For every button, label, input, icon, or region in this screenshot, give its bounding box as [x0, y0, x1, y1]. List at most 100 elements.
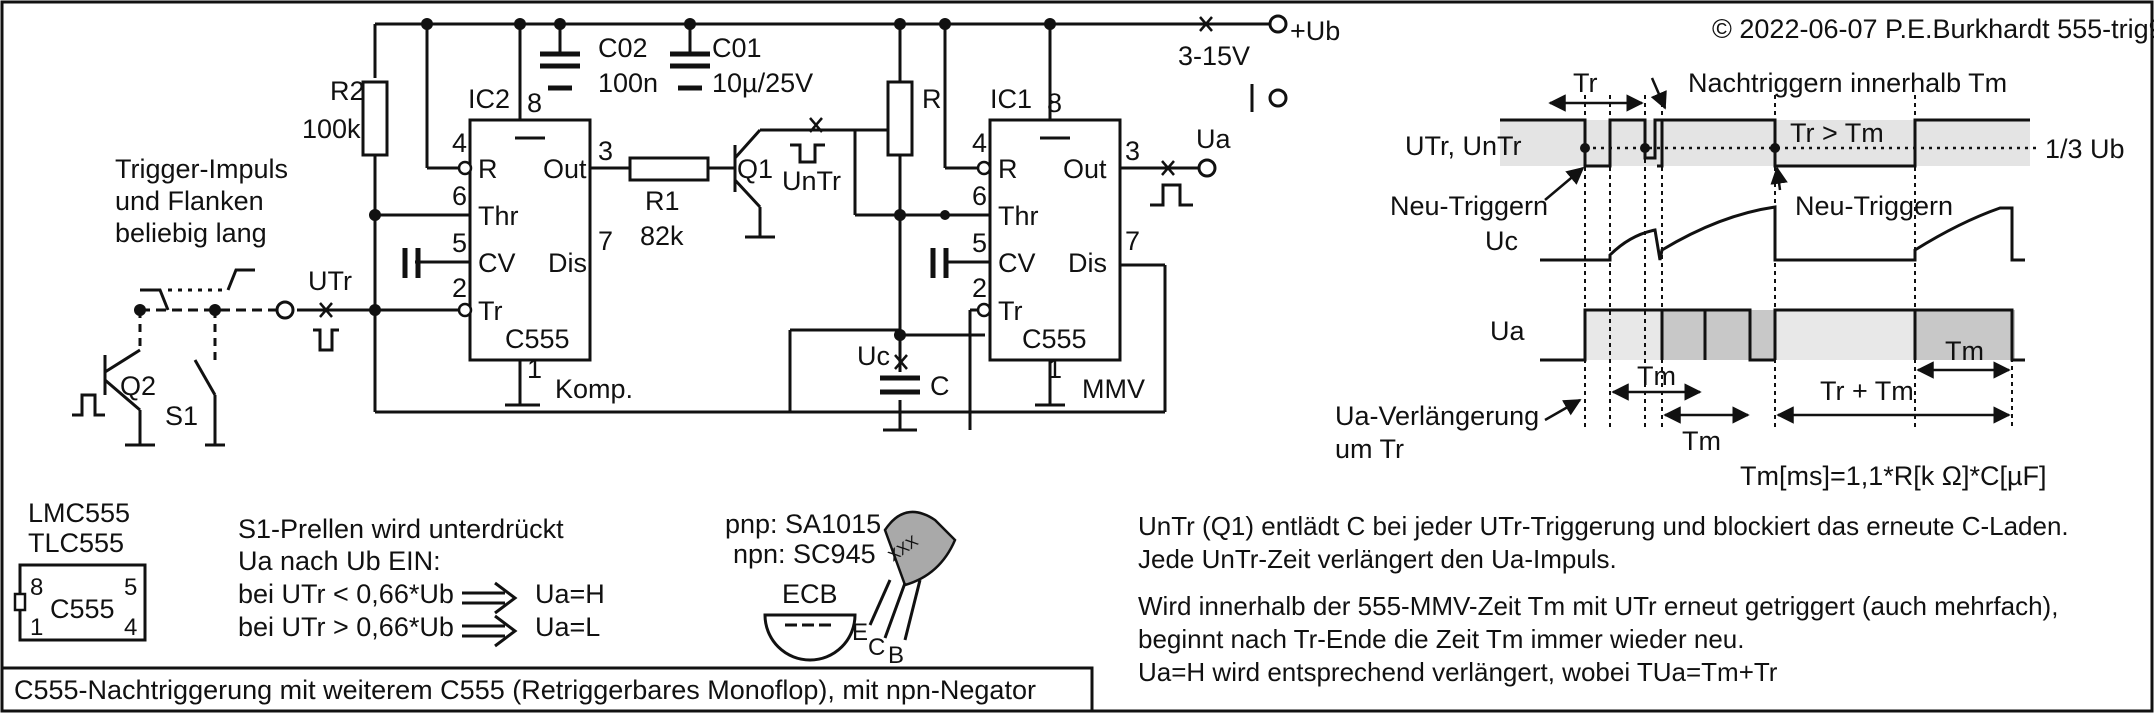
timing-diagram: Tr Nachtriggern innerhalb Tm UTr, UnTr T…	[1335, 68, 2125, 491]
utr-input-terminal	[275, 300, 295, 320]
ic2-pin2: 2	[452, 273, 467, 303]
ic2-pin7: 7	[598, 226, 613, 256]
resistor-r	[886, 80, 914, 157]
chip-package-name: C555	[50, 594, 115, 624]
ic1-name: IC1	[990, 84, 1032, 114]
q2-pulse-icon	[72, 393, 105, 417]
ic1-pin8: 8	[1047, 88, 1062, 118]
transistor-pnp: pnp: SA1015	[725, 509, 881, 539]
ic1-reset-bubble	[976, 160, 992, 176]
supply-range: 3-15V	[1178, 41, 1250, 71]
s1-name: S1	[165, 401, 198, 431]
cap-c-symbol	[880, 375, 920, 395]
ic2-pin-cv: CV	[478, 248, 516, 278]
ic1-pin2: 2	[972, 273, 987, 303]
r2-name: R2	[330, 76, 365, 106]
uc-waveform	[1540, 205, 2025, 262]
c02-value: 100n	[598, 68, 658, 98]
ic1-pin-cv: CV	[998, 248, 1036, 278]
ic2-chip: C555	[505, 324, 570, 354]
r1-name: R1	[645, 186, 680, 216]
timing-threshold: 1/3 Ub	[2045, 134, 2125, 164]
chip-package-pin5: 5	[124, 574, 137, 601]
description: UnTr (Q1) entlädt C bei jeder UTr-Trigge…	[1138, 511, 2069, 687]
logic-note-1: S1-Prellen wird unterdrückt	[238, 514, 564, 544]
ic2-pin5: 5	[452, 228, 467, 258]
chip-package-pin1: 1	[30, 614, 43, 641]
timing-tr-label: Tr	[1573, 68, 1597, 98]
ic2-pin-dis: Dis	[548, 248, 587, 278]
c01-value: 10µ/25V	[712, 68, 813, 98]
cv-cap-ic1	[930, 248, 949, 278]
ic2-pin1: 1	[527, 354, 542, 384]
c-name: C	[930, 371, 950, 401]
caption-text: C555-Nachtriggerung mit weiterem C555 (R…	[14, 675, 1036, 705]
chip-package	[18, 563, 147, 642]
ic1-pin7: 7	[1125, 226, 1140, 256]
ic2-body	[468, 118, 592, 362]
to92-symbol	[763, 613, 857, 662]
ic2-pin3: 3	[598, 136, 613, 166]
logic-note-2: Ua nach Ub EIN:	[238, 546, 441, 576]
utr-label: UTr	[308, 266, 352, 296]
ic1-pin-thr: Thr	[998, 201, 1039, 231]
ic1-pin5: 5	[972, 228, 987, 258]
resistor-r2	[361, 80, 389, 157]
timing-ua-row: Ua	[1490, 316, 1525, 346]
s1-switch	[193, 359, 217, 396]
ic2-pin-thr: Thr	[478, 201, 519, 231]
resistor-r1	[628, 156, 710, 182]
ic1-pin4: 4	[972, 128, 987, 158]
description-line-4: beginnt nach Tr-Ende die Zeit Tm immer w…	[1138, 624, 1744, 654]
uc-label: Uc	[857, 341, 890, 371]
ic2-trigger-bubble	[457, 302, 473, 318]
ic2-pin8: 8	[527, 88, 542, 118]
supply-label: +Ub	[1290, 16, 1340, 46]
logic-note-3: bei UTr < 0,66*Ub	[238, 579, 454, 609]
trigger-note-3: beliebig lang	[115, 218, 267, 248]
trigger-note-1: Trigger-Impuls	[115, 154, 288, 184]
transistor-info: pnp: SA1015 npn: SC945 ECB	[725, 509, 881, 609]
q1-name: Q1	[737, 154, 773, 184]
timing-markers	[1584, 95, 2013, 430]
logic-note-5: bei UTr > 0,66*Ub	[238, 612, 454, 642]
cap-c02-symbol	[540, 51, 580, 91]
logic-note-4: Ua=H	[535, 579, 605, 609]
c02-name: C02	[598, 33, 648, 63]
timing-uc-row: Uc	[1485, 226, 1518, 256]
ub-terminal	[1268, 14, 1288, 34]
transistor-npn: npn: SC945	[733, 539, 876, 569]
ic1-role: MMV	[1082, 374, 1145, 404]
ic1-pin3: 3	[1125, 136, 1140, 166]
r1-value: 82k	[640, 221, 684, 251]
logic-note-6: Ua=L	[535, 612, 600, 642]
description-line-2: Jede UnTr-Zeit verlängert den Ua-Impuls.	[1138, 544, 1617, 574]
r-name: R	[922, 84, 942, 114]
cv-cap-ic2	[402, 248, 421, 278]
ic2-pin-out: Out	[543, 154, 587, 184]
trigger-note-2: und Flanken	[115, 186, 264, 216]
ic2-pin4: 4	[452, 128, 467, 158]
transistor-pinout: ECB	[782, 579, 838, 609]
ic1-pin-tr: Tr	[998, 296, 1022, 326]
timing-formula: Tm[ms]=1,1*R[k Ω]*C[µF]	[1740, 461, 2047, 491]
ic2-reset-bubble	[457, 160, 473, 176]
ic1-pin6: 6	[972, 181, 987, 211]
copyright: © 2022-06-07 P.E.Burkhardt 555-trig9c	[1712, 14, 2154, 44]
ic1-pin-r: R	[998, 154, 1018, 184]
chip-info: LMC555 TLC555	[28, 498, 130, 558]
c01-name: C01	[712, 33, 762, 63]
chip-package-pin8: 8	[30, 574, 43, 601]
chip-type-1: LMC555	[28, 498, 130, 528]
logic-notes: S1-Prellen wird unterdrückt Ua nach Ub E…	[238, 514, 605, 642]
implies-arrows	[462, 581, 518, 648]
transistor-c: C	[868, 634, 885, 661]
transistor-b: B	[888, 642, 904, 669]
ic1-pin-dis: Dis	[1068, 248, 1107, 278]
timing-tm-1: Tm	[1637, 361, 1676, 391]
measure-crosses	[319, 16, 1213, 370]
ic1-chip: C555	[1022, 324, 1087, 354]
chip-type-2: TLC555	[28, 528, 124, 558]
timing-tm-2: Tm	[1682, 426, 1721, 456]
